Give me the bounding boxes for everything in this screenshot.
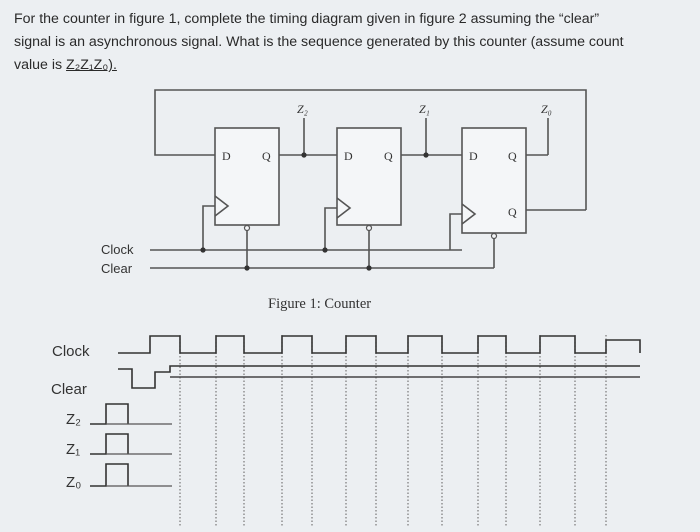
fig1-clock-label: Clock [101,242,134,257]
z0-waveform [90,463,129,487]
clock-waveform [118,335,641,354]
question-line-1: For the counter in figure 1, complete th… [14,11,600,27]
ff3-q-label: Q [508,149,517,163]
z2-output-label: Z₂ [297,102,308,116]
question-line-3-prefix: value is [14,57,67,73]
counter-circuit [150,89,587,269]
clear-waveform [118,365,640,389]
clock-triangle-2 [336,197,352,219]
ff1-d-label: D [222,149,231,163]
timing-z1-label: Z₁ [66,441,80,458]
ff2-d-label: D [344,149,353,163]
timing-z2-label: Z₂ [66,411,81,428]
ff1-q-label: Q [262,149,271,163]
ff2-q-label: Q [384,149,393,163]
question-line-2: signal is an asynchronous signal. What i… [14,34,624,50]
clock-to-ff2 [324,207,337,250]
z0-output-label: Z₀ [541,102,552,116]
clock-triangle-3 [461,203,477,225]
clock-to-ff1 [202,205,215,250]
ff3-d-label: D [469,149,478,163]
figure1-caption: Figure 1: Counter [268,296,371,312]
feedback-wire [154,89,587,210]
question-text: For the counter in figure 1, complete th… [14,8,684,77]
clock-to-ff3 [449,213,462,250]
timing-clear-label: Clear [51,381,87,398]
timing-guides [179,335,607,527]
timing-clock-label: Clock [52,343,90,360]
clock-triangle-1 [214,195,230,217]
junction-dots [200,152,429,271]
flipflop-1 [214,127,280,226]
ff3-qbar-label: Q [508,205,517,219]
question-line-3: value is Z₂Z₁Z₀). [14,54,684,77]
z2-waveform [90,403,129,425]
clear-bubbles [243,224,498,240]
count-value-format: Z₂Z₁Z₀). [66,57,117,73]
fig1-clear-label: Clear [101,261,133,276]
z1-output-label: Z₁ [419,102,430,116]
timing-z0-label: Z₀ [66,474,81,491]
z1-waveform [90,433,129,455]
